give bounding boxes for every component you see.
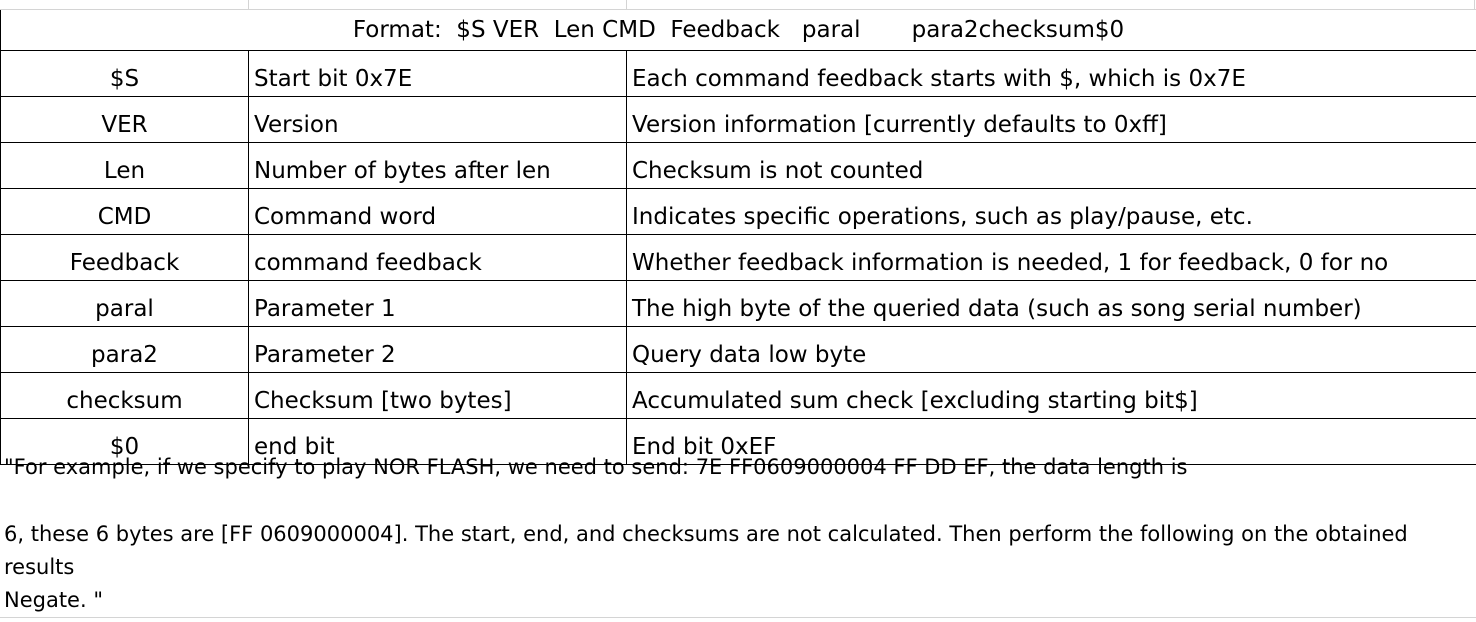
note-line: 6, these 6 bytes are [FF 0609000004]. Th… [4, 518, 1472, 551]
name-cell[interactable]: command feedback [249, 235, 627, 281]
table-title-row: Format: $S VER Len CMD Feedback paral pa… [1, 10, 1476, 51]
description-cell[interactable]: Checksum is not counted [627, 143, 1476, 189]
name-cell[interactable]: Parameter 1 [249, 281, 627, 327]
table-row: VER Version Version information [current… [1, 97, 1476, 143]
table-row: checksum Checksum [two bytes] Accumulate… [1, 373, 1476, 419]
field-cell[interactable]: Len [1, 143, 249, 189]
name-cell[interactable]: Start bit 0x7E [249, 51, 627, 97]
example-note-cell[interactable]: "For example, if we specify to play NOR … [4, 451, 1472, 617]
format-title[interactable]: Format: $S VER Len CMD Feedback paral pa… [1, 10, 1476, 51]
description-cell[interactable]: Each command feedback starts with $, whi… [627, 51, 1476, 97]
description-cell[interactable]: The high byte of the queried data (such … [627, 281, 1476, 327]
name-cell[interactable]: Command word [249, 189, 627, 235]
field-cell[interactable]: Feedback [1, 235, 249, 281]
field-cell[interactable]: para2 [1, 327, 249, 373]
field-cell[interactable]: paral [1, 281, 249, 327]
name-cell[interactable]: Number of bytes after len [249, 143, 627, 189]
name-cell[interactable]: Version [249, 97, 627, 143]
protocol-format-table: Format: $S VER Len CMD Feedback paral pa… [0, 10, 1476, 465]
note-line: results [4, 551, 1472, 584]
table-row: Feedback command feedback Whether feedba… [1, 235, 1476, 281]
description-cell[interactable]: Query data low byte [627, 327, 1476, 373]
table-row: Len Number of bytes after len Checksum i… [1, 143, 1476, 189]
field-cell[interactable]: checksum [1, 373, 249, 419]
sheet-grid-top [0, 0, 1476, 10]
description-cell[interactable]: Version information [currently defaults … [627, 97, 1476, 143]
note-blank-line [4, 484, 1472, 518]
description-cell[interactable]: Indicates specific operations, such as p… [627, 189, 1476, 235]
table-row: paral Parameter 1 The high byte of the q… [1, 281, 1476, 327]
description-cell[interactable]: Accumulated sum check [excluding startin… [627, 373, 1476, 419]
note-line: Negate. " [4, 584, 1472, 617]
sheet-grid-bottom [0, 617, 1476, 622]
field-cell[interactable]: $S [1, 51, 249, 97]
table-row: $S Start bit 0x7E Each command feedback … [1, 51, 1476, 97]
name-cell[interactable]: Parameter 2 [249, 327, 627, 373]
field-cell[interactable]: VER [1, 97, 249, 143]
description-cell[interactable]: Whether feedback information is needed, … [627, 235, 1476, 281]
table-row: CMD Command word Indicates specific oper… [1, 189, 1476, 235]
note-line: "For example, if we specify to play NOR … [4, 451, 1472, 484]
field-cell[interactable]: CMD [1, 189, 249, 235]
table-row: para2 Parameter 2 Query data low byte [1, 327, 1476, 373]
name-cell[interactable]: Checksum [two bytes] [249, 373, 627, 419]
